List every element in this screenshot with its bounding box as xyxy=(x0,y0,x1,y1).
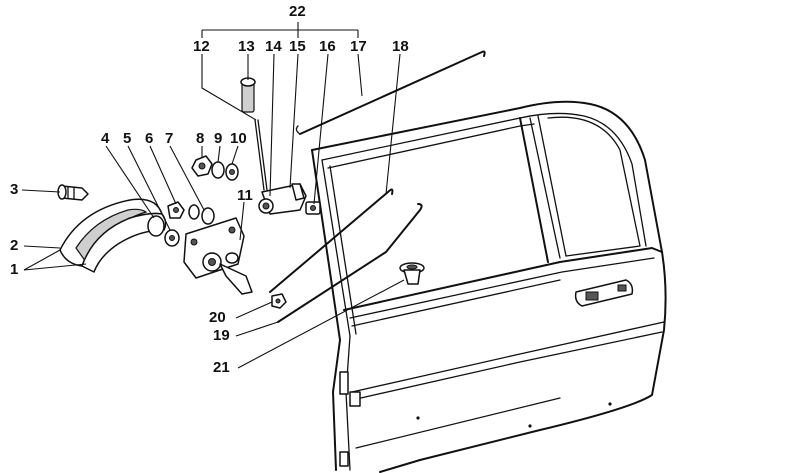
lock-mechanism xyxy=(258,183,321,215)
label-22: 22 xyxy=(289,3,306,20)
label-15: 15 xyxy=(289,38,306,55)
label-12: 12 xyxy=(193,38,210,55)
label-6: 6 xyxy=(145,130,154,147)
linkage-rods xyxy=(254,50,486,323)
label-3: 3 xyxy=(10,181,19,198)
part-20-nut xyxy=(271,293,287,309)
leader-lines xyxy=(21,22,405,369)
label-5: 5 xyxy=(123,130,132,147)
label-14: 14 xyxy=(265,38,282,55)
label-1: 1 xyxy=(10,261,19,278)
label-16: 16 xyxy=(319,38,336,55)
label-10: 10 xyxy=(230,130,247,147)
part-13-pin xyxy=(240,77,256,113)
parts-8-9-10 xyxy=(191,155,239,181)
label-4: 4 xyxy=(101,130,110,147)
label-8: 8 xyxy=(196,130,205,147)
label-9: 9 xyxy=(214,130,223,147)
rear-door xyxy=(311,100,667,473)
label-17: 17 xyxy=(350,38,367,55)
part-21-clip xyxy=(399,262,425,285)
parts-1-2-cover xyxy=(59,198,167,273)
label-7: 7 xyxy=(165,130,174,147)
label-13: 13 xyxy=(238,38,255,55)
label-20: 20 xyxy=(209,309,226,326)
part-11-bracket xyxy=(183,217,253,295)
label-2: 2 xyxy=(10,237,19,254)
label-18: 18 xyxy=(392,38,409,55)
label-19: 19 xyxy=(213,327,230,344)
label-11: 11 xyxy=(237,187,253,204)
part-3-screw xyxy=(57,184,89,201)
parts-4-7 xyxy=(147,201,215,247)
label-21: 21 xyxy=(213,359,230,376)
